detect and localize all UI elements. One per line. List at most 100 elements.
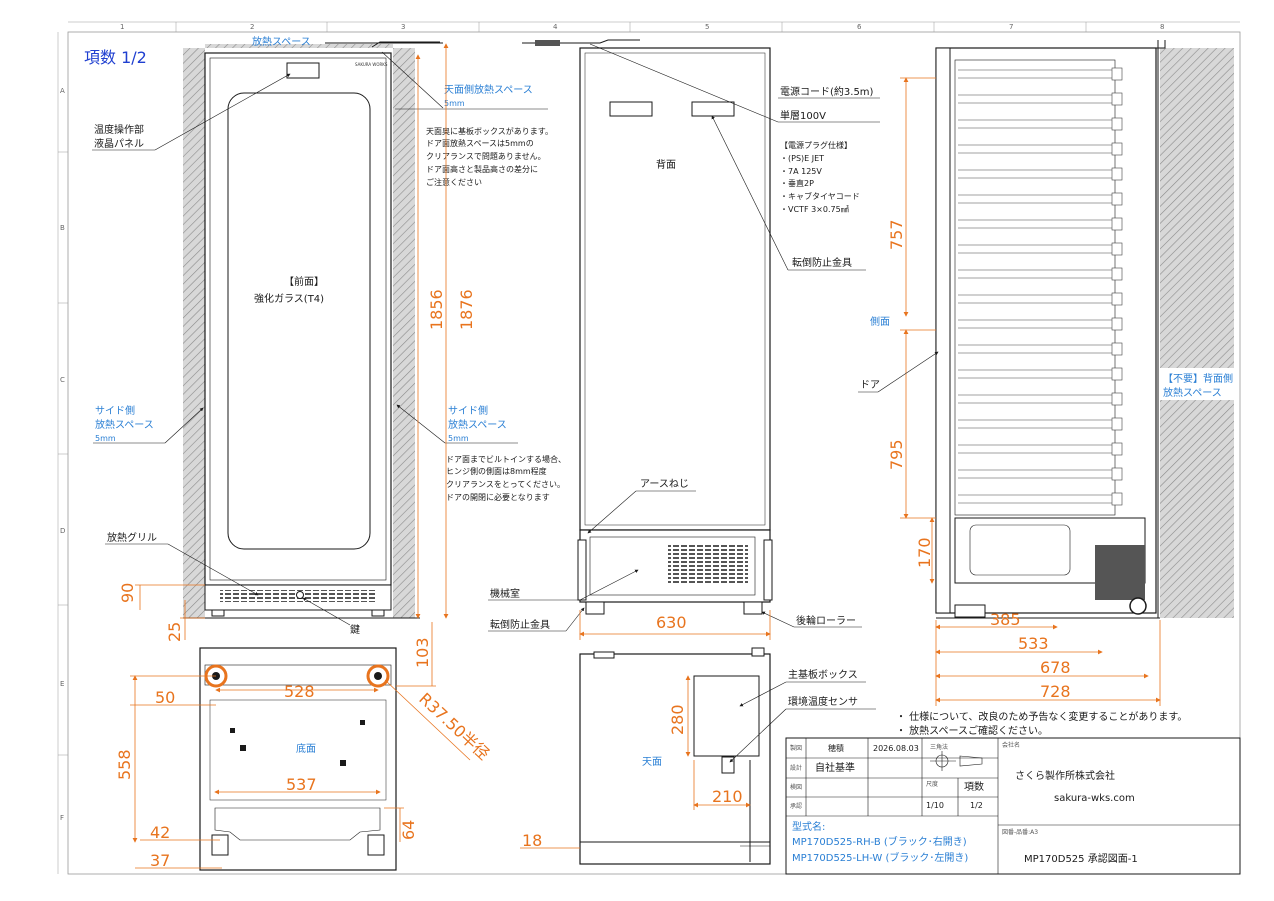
- shelf-rail: [1111, 292, 1123, 306]
- svg-text:170: 170: [915, 537, 934, 568]
- svg-text:757: 757: [887, 219, 906, 250]
- title-block: [785, 737, 1241, 875]
- shelf-rail: [1111, 192, 1123, 206]
- power-cord-label: 電源コード(約3.5m): [780, 85, 874, 98]
- shelf-line: [958, 444, 1112, 454]
- svg-text:90: 90: [118, 583, 137, 603]
- dimension-25: 25: [165, 600, 205, 642]
- shelf-line: [958, 269, 1112, 279]
- svg-text:クリアランスをとってください。: クリアランスをとってください。: [446, 480, 565, 489]
- right-wall-hatch: [393, 48, 415, 618]
- tb-url: sakura-wks.com: [1054, 793, 1135, 804]
- top-space-label: 天面側放熱スペース: [444, 83, 533, 96]
- rear-roller-wheel: [1129, 597, 1147, 615]
- wine-shelves: [958, 67, 1123, 506]
- front-face-title: 【前面】: [284, 275, 324, 288]
- side-space-right-2: 放熱スペース: [448, 418, 507, 431]
- shelf-line: [958, 344, 1112, 354]
- grid-col-6: 6: [857, 23, 862, 31]
- rear-wall-hatch: [1160, 48, 1234, 618]
- shelf-line: [958, 119, 1112, 129]
- side-view-title: 側面: [870, 315, 890, 328]
- machine-room-label: 機械室: [490, 587, 520, 600]
- shelf-rail: [1111, 117, 1123, 131]
- svg-text:放熱スペース: 放熱スペース: [1163, 386, 1222, 399]
- dimension-537: 537: [214, 775, 381, 795]
- side-space-right-3: 5mm: [448, 434, 469, 443]
- tb-scale: 1/10: [926, 801, 944, 810]
- svg-text:【不要】背面側: 【不要】背面側: [1163, 372, 1233, 385]
- svg-text:280: 280: [668, 704, 687, 735]
- svg-text:ドア面放熱スペースは5mmの: ドア面放熱スペースは5mmの: [426, 138, 534, 148]
- side-space-left-3: 5mm: [95, 434, 116, 443]
- note-heat-space: ・ 放熱スペースご確認ください。: [896, 724, 1048, 737]
- grid-col-2: 2: [250, 23, 254, 31]
- shelf-line: [958, 69, 1112, 79]
- anti-tip-bracket-right: [691, 101, 735, 117]
- tb-model-1: MP170D525-RH-B (ブラック･右開き): [792, 835, 967, 848]
- brand-logo: SAKURA WORKS: [355, 62, 388, 67]
- dimension-795: 795: [887, 329, 936, 519]
- control-panel-label-1: 温度操作部: [94, 123, 144, 136]
- svg-text:37: 37: [150, 851, 170, 870]
- plug-spec-list: ・(PS)E JET ・7A 125V ・垂直2P ・キャブタイヤコード ・VC…: [780, 154, 860, 214]
- control-panel-label-2: 液晶パネル: [94, 137, 144, 150]
- dimension-37: 37: [135, 851, 222, 870]
- grid-row-c: C: [60, 376, 65, 384]
- svg-text:210: 210: [712, 787, 743, 806]
- top-space-label-small: 放熱スペース: [252, 35, 311, 48]
- svg-text:385: 385: [990, 610, 1021, 629]
- svg-text:ドア面高さと製品高さの差分に: ドア面高さと製品高さの差分に: [426, 164, 538, 174]
- dimension-1876: 1876: [443, 43, 476, 619]
- tb-drafter: 穂積: [828, 743, 844, 753]
- rear-vent: [668, 543, 748, 583]
- svg-text:1856: 1856: [427, 289, 446, 330]
- svg-text:クリアランスで問題ありません。: クリアランスで問題ありません。: [426, 152, 546, 161]
- svg-text:ドアの開閉に必要となります: ドアの開閉に必要となります: [446, 492, 550, 502]
- top-view: [579, 647, 771, 865]
- tb-cell-drafting: 製図: [790, 744, 802, 752]
- tb-scale-label: 尺度: [926, 780, 938, 788]
- svg-text:558: 558: [115, 749, 134, 780]
- svg-text:42: 42: [150, 823, 170, 842]
- shelf-line: [958, 419, 1112, 429]
- dimension-radius: R37.50半径: [384, 679, 493, 764]
- sheet-border: [67, 31, 1241, 875]
- shelf-rail: [1111, 142, 1123, 156]
- rear-space-label: 【不要】背面側 放熱スペース: [1160, 368, 1234, 400]
- svg-text:103: 103: [413, 637, 432, 668]
- svg-text:・VCTF 3×0.75㎟: ・VCTF 3×0.75㎟: [780, 205, 849, 214]
- main-board-box: [693, 675, 760, 757]
- svg-text:ヒンジ側の側面は8mm程度: ヒンジ側の側面は8mm程度: [446, 466, 547, 476]
- svg-text:678: 678: [1040, 658, 1071, 677]
- shelf-line: [958, 194, 1112, 204]
- page-header-title: 項数 1/2: [84, 48, 147, 67]
- grid-col-7: 7: [1009, 23, 1013, 31]
- anti-tip-bottom-label: 転倒防止金具: [490, 618, 550, 631]
- shelf-line: [958, 169, 1112, 179]
- dimension-18: 18: [520, 831, 580, 850]
- bottom-view-title: 底面: [296, 742, 316, 755]
- dimension-280: 280: [668, 675, 691, 757]
- shelf-rail: [1111, 267, 1123, 281]
- dimension-1856: 1856: [415, 54, 446, 619]
- svg-text:630: 630: [656, 613, 687, 632]
- svg-text:ドア面までビルトインする場合、: ドア面までビルトインする場合、: [446, 454, 566, 464]
- back-view-title: 背面: [656, 158, 676, 171]
- shelf-rail: [1111, 367, 1123, 381]
- shelf-line: [958, 469, 1112, 479]
- left-wall-hatch: [183, 48, 205, 618]
- svg-text:728: 728: [1040, 682, 1071, 701]
- shelf-line: [958, 394, 1112, 404]
- door-label: ドア: [860, 380, 880, 391]
- back-view: [522, 39, 773, 615]
- rear-roller-label: 後輪ローラー: [796, 614, 856, 627]
- svg-text:50: 50: [155, 688, 175, 707]
- grid-row-d: D: [60, 527, 65, 535]
- shelf-line: [958, 94, 1112, 104]
- tb-company: さくら製作所株式会社: [1015, 769, 1115, 782]
- tb-cell-approve: 承認: [790, 802, 802, 810]
- dimension-728: 728: [935, 620, 1161, 706]
- svg-text:天面奥に基板ボックスがあります。: 天面奥に基板ボックスがあります。: [426, 126, 553, 136]
- shelf-rail: [1111, 92, 1123, 106]
